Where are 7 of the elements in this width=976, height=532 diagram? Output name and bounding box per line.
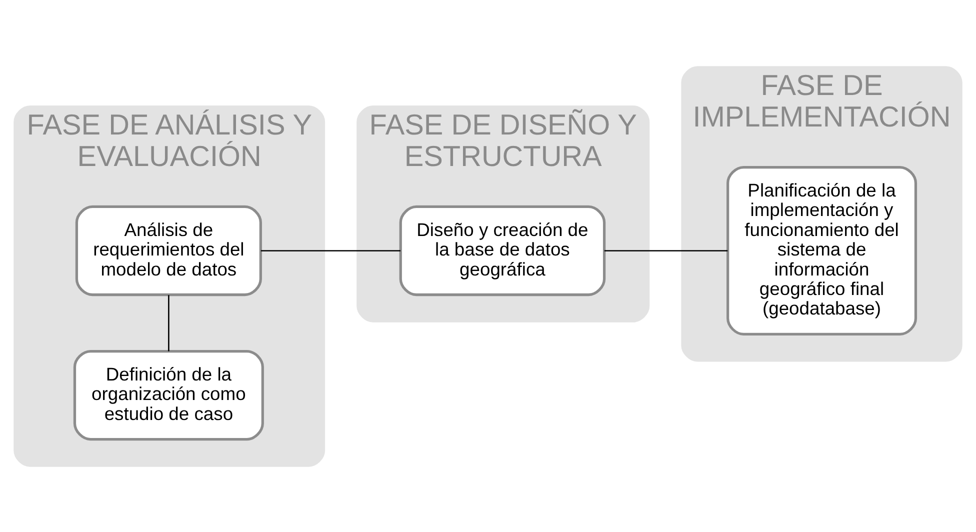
node-box: Diseño y creación de la base de datos geográfica (399, 204, 606, 296)
connector (260, 250, 401, 251)
connector (604, 250, 728, 251)
node-box: Planificación de la implementación y funcionamiento del sistema de información geográfico final (geodatabase) (726, 165, 918, 335)
connector (168, 294, 170, 351)
node-box: Análisis de requerimientos del modelo de datos (75, 204, 262, 296)
node-box: Definición de la organización como estudio de caso (73, 349, 264, 440)
